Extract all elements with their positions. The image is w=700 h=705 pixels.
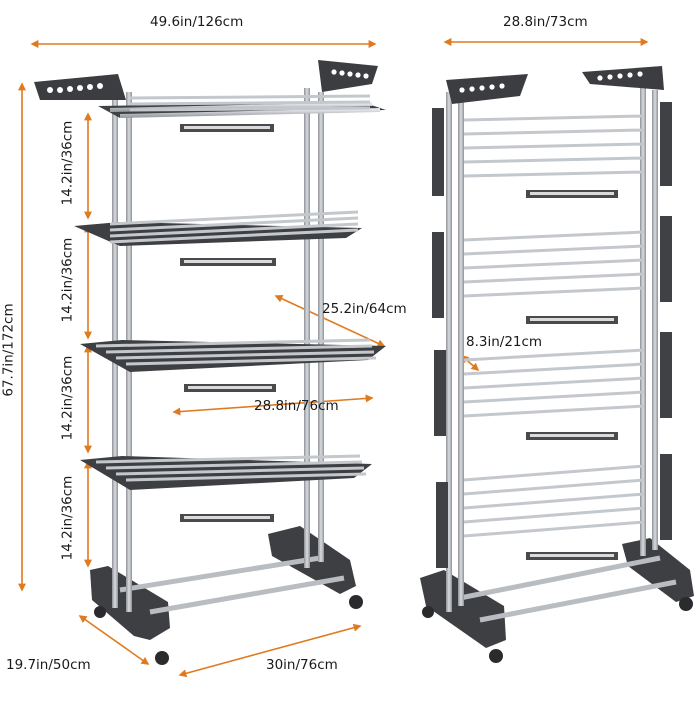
label-tier-gap-2: 14.2in/36cm xyxy=(59,237,76,323)
caster-wheel xyxy=(489,649,503,663)
caster-wheel xyxy=(94,606,106,618)
right-rack-tier-4 xyxy=(436,454,672,568)
dim-line-base-depth xyxy=(78,615,150,665)
label-tier-gap-3: 14.2in/36cm xyxy=(59,355,76,441)
caster-wheel xyxy=(422,606,434,618)
label-total-height: 67.7in/172cm xyxy=(0,303,17,397)
right-rack-tier-1 xyxy=(432,102,672,198)
label-shelf-width: 28.8in/76cm xyxy=(254,398,339,414)
caster-wheel xyxy=(155,651,169,665)
dim-line-shelf-depth xyxy=(274,295,386,347)
label-shelf-depth: 25.2in/64cm xyxy=(322,301,407,317)
caster-wheel xyxy=(349,595,363,609)
left-rack-illustration xyxy=(34,60,386,665)
label-base-depth: 19.7in/50cm xyxy=(6,657,91,673)
label-tier-gap-1: 14.2in/36cm xyxy=(59,120,76,206)
dim-line-base-width xyxy=(178,623,362,678)
right-rack-poles xyxy=(446,86,658,612)
label-left-top-width: 49.6in/126cm xyxy=(150,14,244,30)
left-rack-shelf-3 xyxy=(80,338,386,392)
left-rack-shelf-2 xyxy=(74,210,362,266)
right-rack-tier-3 xyxy=(434,332,672,440)
dim-line-wing-depth xyxy=(460,354,480,372)
label-tier-gap-4: 14.2in/36cm xyxy=(59,475,76,561)
dimension-lines xyxy=(18,38,649,678)
left-rack-shelf-1 xyxy=(98,94,386,132)
label-right-top-width: 28.8in/73cm xyxy=(503,14,588,30)
label-base-width: 30in/76cm xyxy=(266,657,338,673)
left-rack-top-hangers xyxy=(34,60,378,100)
label-wing-depth: 8.3in/21cm xyxy=(466,334,543,350)
left-rack-shelf-4 xyxy=(80,454,372,522)
right-rack-tier-2 xyxy=(432,216,672,324)
right-rack-top-hangers xyxy=(446,66,664,104)
right-rack-illustration xyxy=(420,66,694,663)
dim-line-shelf-width xyxy=(172,394,374,416)
caster-wheel xyxy=(679,597,693,611)
